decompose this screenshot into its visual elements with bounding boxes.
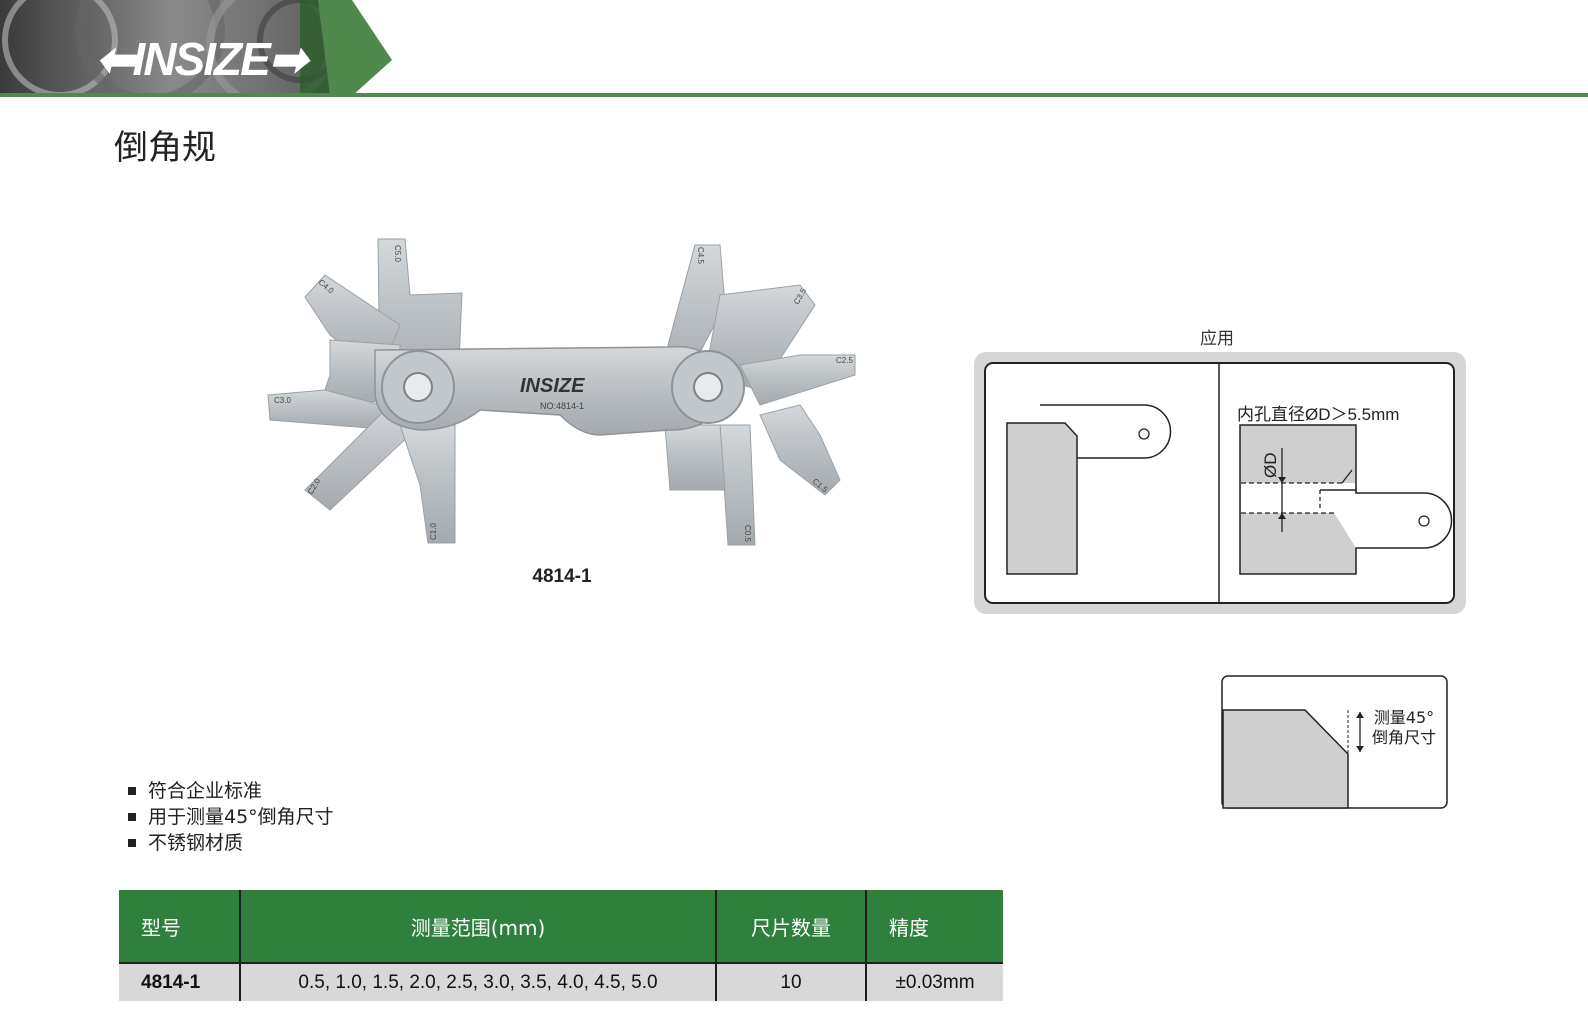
cell-count: 10 (715, 962, 866, 1001)
bullet-icon (128, 787, 136, 795)
blade-label: C3.0 (274, 396, 291, 405)
page-title: 倒角规 (114, 128, 216, 168)
spec-table: 型号 测量范围(mm) 尺片数量 精度 4814-1 0.5, 1.0, 1.5… (119, 890, 1003, 1001)
table-row: 4814-1 0.5, 1.0, 1.5, 2.0, 2.5, 3.0, 3.5… (119, 962, 1003, 1001)
bullet-icon (128, 839, 136, 847)
blade-label: C2.5 (836, 356, 853, 365)
blade-label: C5.0 (393, 245, 402, 262)
usage-label: 应用 (1200, 329, 1234, 349)
page-header: ⬅INSIZE➡ (0, 0, 1588, 100)
blade-label: C4.5 (696, 247, 705, 264)
cell-accuracy: ±0.03mm (865, 962, 1003, 1001)
product-photo: INSIZE NO:4814-1 C5.0 C4.0 C3.0 C2.0 C1.… (267, 238, 856, 546)
engraved-model: NO:4814-1 (540, 401, 584, 411)
cell-model: 4814-1 (119, 962, 240, 1001)
column-header-accuracy: 精度 (865, 890, 1003, 963)
cell-range: 0.5, 1.0, 1.5, 2.0, 2.5, 3.0, 3.5, 4.0, … (239, 962, 716, 1001)
header-banner-image (0, 0, 392, 96)
chamfer-note: 测量45° 倒角尺寸 (1372, 708, 1436, 748)
header-rule (0, 93, 1588, 97)
list-item: 符合企业标准 (128, 778, 334, 804)
feature-list: 符合企业标准 用于测量45°倒角尺寸 不锈钢材质 (128, 778, 334, 856)
chamfer-note-line1: 测量45° (1373, 708, 1435, 727)
product-model-caption: 4814-1 (532, 566, 592, 587)
brand-logo: ⬅INSIZE➡ (96, 33, 307, 85)
bullet-icon (128, 813, 136, 821)
inner-diameter-note: 内孔直径ØD＞5.5mm (1237, 405, 1400, 424)
column-header-range: 测量范围(mm) (239, 890, 716, 963)
dia-symbol: ØD (1261, 453, 1280, 479)
engraved-brand: INSIZE (520, 375, 585, 397)
usage-diagram: ØD (974, 352, 1466, 614)
column-header-count: 尺片数量 (715, 890, 866, 963)
list-item: 用于测量45°倒角尺寸 (128, 804, 334, 830)
column-header-model: 型号 (119, 890, 240, 963)
chamfer-detail-diagram (1221, 675, 1448, 809)
blade-label: C0.5 (743, 525, 752, 542)
list-item: 不锈钢材质 (128, 830, 334, 856)
chamfer-note-line2: 倒角尺寸 (1372, 728, 1437, 747)
blade-label: C1.0 (429, 523, 438, 540)
table-header-row: 型号 测量范围(mm) 尺片数量 精度 (119, 890, 1003, 963)
